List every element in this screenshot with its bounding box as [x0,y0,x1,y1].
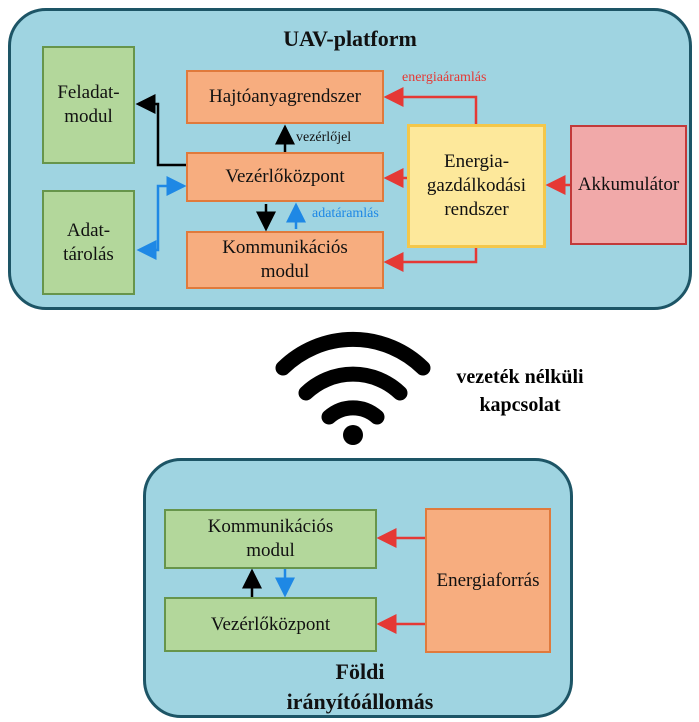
ground-control-center-label: Vezérlőközpont [210,613,331,635]
uav-platform-title: UAV-platform [283,26,417,51]
propulsion-system-label: Hajtóanyagrendszer [209,86,361,107]
energy-source-box: Energiaforrás [425,508,551,653]
arrow-energy-to-comm [383,248,478,272]
uav-comm-module-label: Kommunikációs modul [222,237,348,282]
ground-control-center-box: Vezérlőközpont [164,597,377,652]
ground-station-title: Földi irányítóállomás [286,659,434,714]
data-storage-box: Adat- tárolás [42,190,135,295]
mission-module-box: Feladat- modul [42,46,135,164]
battery-box: Akkumulátor [570,125,687,245]
mission-module-label: Feladat- modul [57,82,120,127]
wireless-connection-label: vezeték nélküli kapcsolat [456,366,584,416]
energy-source-label: Energiaforrás [436,569,540,591]
propulsion-system-box: Hajtóanyagrendszer [186,70,384,124]
data-flow-label: adatáramlás [312,206,379,221]
uav-control-center-box: Vezérlőközpont [186,152,384,202]
battery-label: Akkumulátor [577,174,680,195]
energy-flow-label: energiaáramlás [402,70,487,85]
energy-management-box: Energia- gazdálkodási rendszer [407,124,546,248]
energy-management-label: Energia- gazdálkodási rendszer [426,151,527,220]
wifi-icon [275,331,431,445]
arrow-energy-to-propulsion [383,87,478,124]
arrow-control-to-mission [135,94,186,167]
data-storage-label: Adat- tárolás [63,219,114,265]
ground-comm-module-label: Kommunikációs modul [207,516,334,561]
uav-comm-module-box: Kommunikációs modul [186,231,384,289]
arrow-storage-control-bidirectional [136,176,187,260]
ground-comm-module-box: Kommunikációs modul [164,509,377,569]
control-signal-label: vezérlőjel [296,130,352,145]
uav-control-center-label: Vezérlőközpont [225,166,345,187]
